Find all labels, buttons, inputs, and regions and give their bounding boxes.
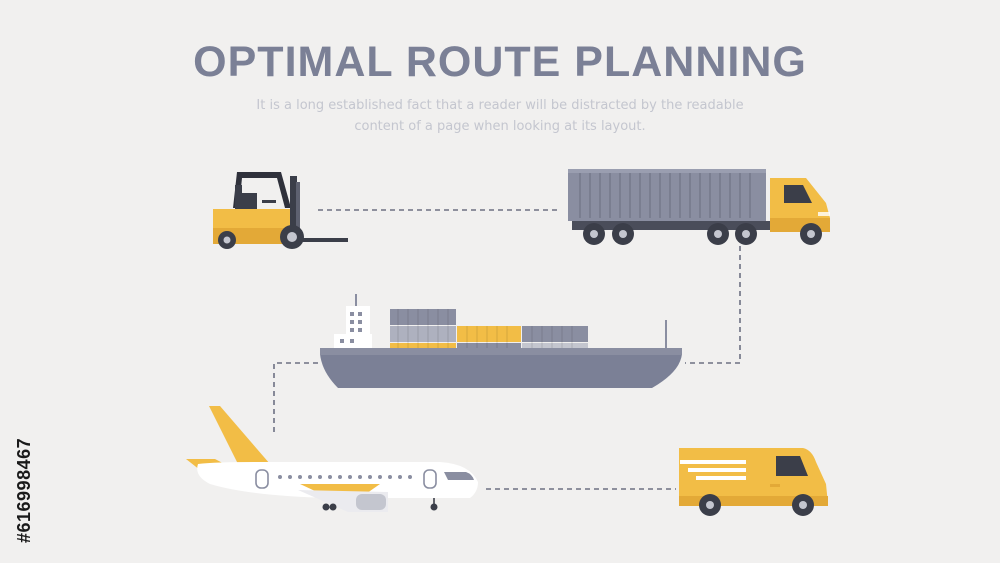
page-title: OPTIMAL ROUTE PLANNING [193,38,807,86]
route-lines [273,209,741,490]
forklift-icon [213,172,348,249]
route-line-ship-plane [273,362,318,435]
delivery-van-icon [679,448,828,516]
airplane-icon [186,406,478,512]
cargo-ship-icon [320,294,682,388]
route-line-truck-ship [685,246,741,364]
container-truck-icon [568,169,830,245]
page-subtitle: It is a long established fact that a rea… [256,98,744,134]
